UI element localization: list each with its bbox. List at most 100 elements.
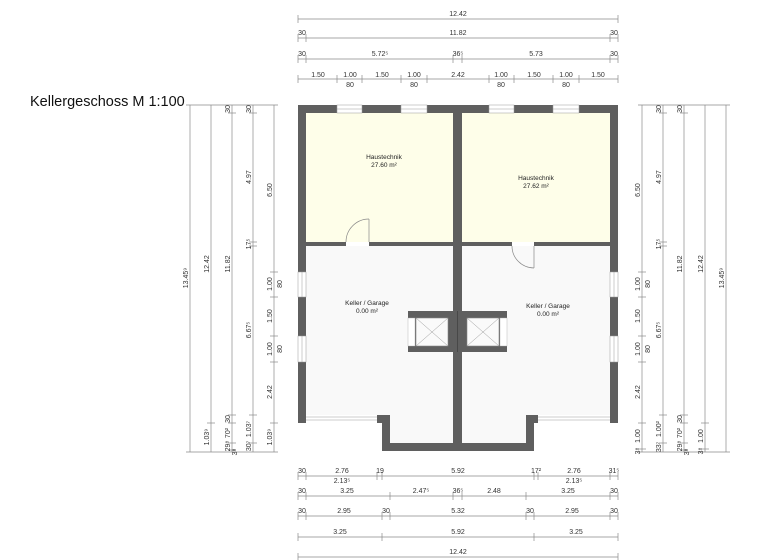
svg-text:30: 30 [225,105,232,113]
svg-text:0.00 m²: 0.00 m² [537,311,560,318]
svg-text:1.50: 1.50 [635,309,642,323]
svg-text:29⁸: 29⁸ [225,441,232,452]
svg-text:30: 30 [526,508,534,515]
svg-text:12.42: 12.42 [204,255,211,273]
svg-text:12.42: 12.42 [449,549,467,556]
door-right [511,245,535,269]
svg-text:2.42: 2.42 [635,385,642,399]
svg-text:80: 80 [277,280,284,288]
svg-text:1.00: 1.00 [407,72,421,79]
svg-text:80: 80 [277,345,284,353]
svg-text:30: 30 [298,51,306,58]
plan-title: Kellergeschoss M 1:100 [30,94,185,110]
left-dimensions [186,104,278,453]
svg-text:27.60 m²: 27.60 m² [371,162,397,169]
svg-text:1.03⁹: 1.03⁹ [267,429,274,446]
left-dimension-labels: 13.45⁹ 12.42 1.03⁹ 30 11.82 30 70² 29⁸ 3… [183,105,284,455]
svg-text:1.00: 1.00 [494,72,508,79]
svg-text:1.50: 1.50 [311,72,325,79]
svg-text:30: 30 [382,508,390,515]
svg-text:2.76: 2.76 [335,468,349,475]
svg-text:1.50: 1.50 [527,72,541,79]
svg-text:2.42: 2.42 [451,72,465,79]
svg-text:1.50: 1.50 [267,309,274,323]
room-label-haustechnik-right: Haustechnik 27.62 m² [518,175,555,190]
svg-text:30: 30 [610,30,618,37]
svg-text:80: 80 [562,82,570,89]
svg-text:5.92: 5.92 [451,529,465,536]
svg-text:30⁷: 30⁷ [246,440,253,451]
bottom-dimensions [297,472,619,560]
svg-text:5.32: 5.32 [451,508,465,515]
shaft-left [407,317,449,347]
svg-text:1.00²: 1.00² [656,420,663,437]
svg-text:1.03⁷: 1.03⁷ [246,420,253,437]
svg-text:36⁵: 36⁵ [453,488,464,495]
svg-text:Haustechnik: Haustechnik [366,154,403,161]
svg-text:2.95: 2.95 [337,508,351,515]
svg-text:80: 80 [346,82,354,89]
svg-text:30: 30 [656,105,663,113]
svg-text:80: 80 [410,82,418,89]
room-keller-right-annex [462,415,526,443]
svg-text:27.62 m²: 27.62 m² [523,183,549,190]
garage-doors [306,415,610,423]
svg-text:11.82: 11.82 [677,255,684,272]
svg-text:2.42: 2.42 [267,385,274,399]
svg-text:3.25: 3.25 [569,529,583,536]
svg-text:3.25: 3.25 [561,488,575,495]
svg-text:Keller / Garage: Keller / Garage [345,300,389,307]
svg-text:1.00: 1.00 [635,277,642,291]
svg-text:80: 80 [645,280,652,288]
right-dimensions [638,104,730,453]
svg-text:0.00 m²: 0.00 m² [356,308,379,315]
windows-top [336,104,580,114]
svg-text:3.25: 3.25 [340,488,354,495]
svg-text:2.48: 2.48 [487,488,501,495]
svg-text:30: 30 [246,105,253,113]
svg-text:70²: 70² [677,427,684,438]
svg-text:1.00: 1.00 [559,72,573,79]
svg-text:4.97: 4.97 [246,170,253,184]
svg-text:5.72⁵: 5.72⁵ [372,51,389,58]
svg-text:1.03⁹: 1.03⁹ [204,429,211,446]
svg-text:1.00: 1.00 [698,429,705,443]
svg-text:30: 30 [677,415,684,423]
svg-text:80: 80 [645,345,652,353]
svg-text:2.13⁵: 2.13⁵ [566,478,583,485]
svg-text:5.73: 5.73 [529,51,543,58]
svg-text:19: 19 [376,468,384,475]
windows-side [297,271,619,363]
svg-text:Keller / Garage: Keller / Garage [526,303,570,310]
svg-text:1.00: 1.00 [635,342,642,356]
svg-text:6.67⁵: 6.67⁵ [246,322,253,339]
room-label-keller-right: Keller / Garage 0.00 m² [526,303,570,318]
svg-text:30: 30 [298,508,306,515]
room-keller-left-annex [390,415,453,443]
svg-text:2.13⁵: 2.13⁵ [334,478,351,485]
room-haustechnik-right-fill [462,113,610,242]
svg-text:80: 80 [497,82,505,89]
svg-text:31⁵: 31⁵ [609,468,620,475]
svg-text:36⁵: 36⁵ [453,51,464,58]
bottom-dimension-labels: 30 2.76 19 5.92 17² 2.76 31⁵ 2.13⁵ 2.13⁵… [298,468,619,556]
svg-text:6.67⁵: 6.67⁵ [656,322,663,339]
svg-text:3⁸: 3⁸ [698,448,705,455]
svg-text:6.50: 6.50 [635,183,642,197]
svg-text:30: 30 [298,468,306,475]
svg-text:3⁸: 3⁸ [635,448,642,455]
svg-text:3.25: 3.25 [333,529,347,536]
svg-text:1.50: 1.50 [375,72,389,79]
svg-text:17²: 17² [531,468,542,475]
svg-text:12.42: 12.42 [449,11,467,18]
top-dimensions [297,15,619,83]
room-label-haustechnik-left: Haustechnik 27.60 m² [366,154,403,169]
svg-text:1.00: 1.00 [267,277,274,291]
svg-text:70²: 70² [225,427,232,438]
svg-text:30: 30 [610,488,618,495]
svg-text:6.50: 6.50 [267,183,274,197]
svg-text:17⁵: 17⁵ [246,239,253,250]
svg-text:11.82: 11.82 [450,30,467,37]
svg-text:30: 30 [225,415,232,423]
